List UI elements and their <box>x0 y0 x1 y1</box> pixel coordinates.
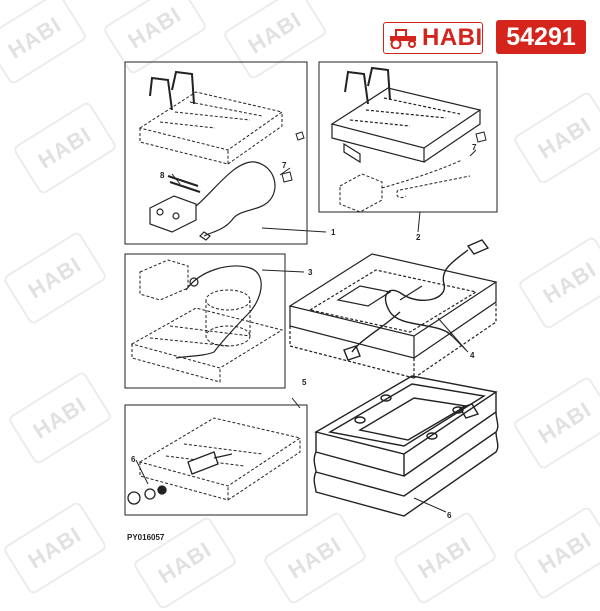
callout-3: 3 <box>308 268 313 277</box>
leader-line-7b <box>469 149 477 157</box>
detail-box-5 <box>124 404 308 516</box>
leader-line-2 <box>417 211 421 233</box>
tractor-icon <box>390 29 416 49</box>
leader-line-8 <box>171 173 181 185</box>
leader-line-7a <box>279 167 291 176</box>
detail-box-3 <box>124 253 286 389</box>
compressor-3 <box>139 259 189 301</box>
switch-assembly-2 <box>339 159 471 213</box>
leader-line-5 <box>291 397 301 409</box>
callout-6a: 6 <box>131 455 136 464</box>
brand-name: HABI <box>422 24 483 51</box>
callout-4: 4 <box>470 351 475 360</box>
callout-2: 2 <box>416 233 421 242</box>
knob-parts-6 <box>127 485 167 505</box>
valve-assembly-5 <box>187 451 233 475</box>
callout-7b: 7 <box>472 143 477 152</box>
callout-7a: 7 <box>282 161 287 170</box>
detail-box-2 <box>318 61 498 213</box>
seat-pan-4 <box>288 253 498 379</box>
callout-1: 1 <box>331 228 336 237</box>
rubber-boot-6 <box>313 375 499 517</box>
switch-connector-8 <box>149 161 276 241</box>
seat-frame-2 <box>330 87 482 164</box>
wire-harness-3 <box>175 265 262 359</box>
seat-frame-3 <box>130 307 284 383</box>
leader-line-1 <box>261 227 327 233</box>
callout-8: 8 <box>160 171 165 180</box>
nut-7b <box>475 131 487 143</box>
leader-line-3 <box>261 269 305 273</box>
air-spring-unit <box>205 289 251 347</box>
leader-line-4b <box>437 317 467 351</box>
brand-logo: HABI <box>383 22 483 54</box>
callout-5: 5 <box>302 378 307 387</box>
drawing-code: PY016057 <box>127 533 165 542</box>
handle-bars-1 <box>149 70 195 111</box>
part-number: 54291 <box>506 23 576 51</box>
part-number-badge: 54291 <box>496 20 586 54</box>
handle-bars-2 <box>344 66 391 105</box>
detail-box-1 <box>124 61 308 245</box>
nut-7 <box>281 131 305 183</box>
leader-line-6b <box>413 497 447 513</box>
leader-line-6a <box>135 459 149 485</box>
seat-frame-1 <box>138 91 284 165</box>
wire-harness-4 <box>343 239 490 361</box>
callout-6b: 6 <box>447 511 452 520</box>
